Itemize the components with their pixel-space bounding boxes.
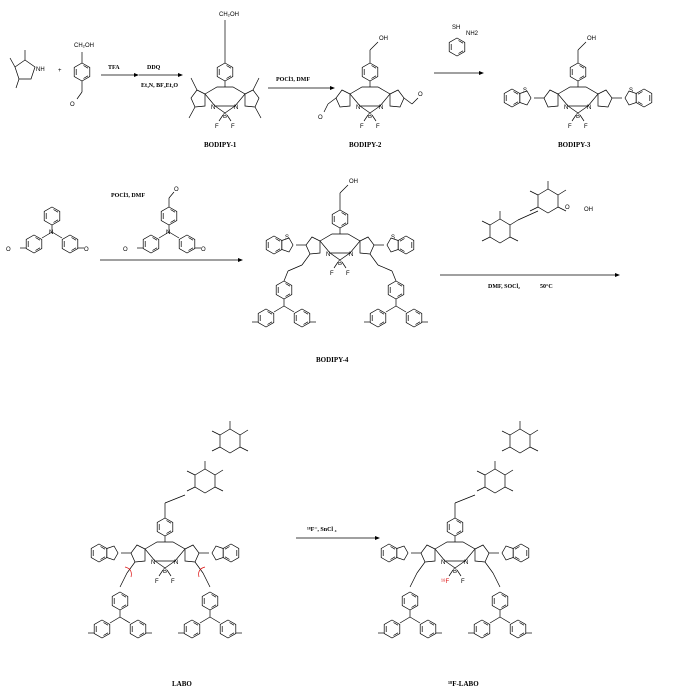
aminothiophenol-structure: SH NH2 xyxy=(448,25,479,57)
o-label: O xyxy=(123,247,128,253)
b-label: B xyxy=(368,114,372,120)
reagent-et3n-bf3: Et₃N, BF₃Et₂O xyxy=(141,83,178,89)
n-label: N xyxy=(49,230,53,236)
s-label: S xyxy=(629,88,633,94)
s-label: S xyxy=(523,88,527,94)
o-label: O xyxy=(201,247,206,253)
bodipy-1-structure: CH₂OH N N B F F xyxy=(188,12,262,130)
n-label: N xyxy=(564,105,568,111)
nh-label: NH xyxy=(36,67,45,73)
o-label: O xyxy=(418,92,423,98)
label-f18-labo: ¹⁸F-LABO xyxy=(448,680,479,688)
n-label: N xyxy=(587,105,591,111)
ch2oh-label: CH₂OH xyxy=(219,12,239,18)
n-label: N xyxy=(464,560,468,566)
label-bodipy-1: BODIPY-1 xyxy=(204,141,237,149)
lactobionic-acid-structure: OH O xyxy=(481,180,593,244)
nh2-label: NH2 xyxy=(466,31,479,37)
n-label: N xyxy=(349,252,353,258)
f-label: F xyxy=(568,124,572,130)
f-label: F xyxy=(376,124,380,130)
n-label: N xyxy=(441,560,445,566)
bodipy-2-structure: OH O O N N B F F xyxy=(318,36,423,130)
reagent-dmf-socl2: DMF, SOCl₂ xyxy=(488,284,520,290)
labo-structure: N N B F F xyxy=(88,420,249,638)
o-label: O xyxy=(565,205,570,211)
f-label: F xyxy=(171,579,175,585)
b-label: B xyxy=(338,261,342,267)
b-label: B xyxy=(163,569,167,575)
tpa-aldehyde-structure: O N O O xyxy=(123,187,206,253)
s-label: S xyxy=(285,235,289,241)
oh-label: OH xyxy=(587,36,596,42)
f-label: F xyxy=(155,579,159,585)
o-label: O xyxy=(84,247,89,253)
reagent-18f-sncl4: ¹⁸F⁻, SnCl ₄ xyxy=(307,527,337,533)
reagent-pocl3-dmf: POCl3, DMF xyxy=(111,193,145,199)
dimethylpyrrole-structure: NH xyxy=(9,50,45,89)
f18-label: ¹⁸F xyxy=(441,578,450,585)
o-label: O xyxy=(174,187,179,193)
ch2oh-label: CH₂OH xyxy=(74,43,94,49)
reagent-pocl3-dmf: POCl3, DMF xyxy=(276,77,310,83)
f-label: F xyxy=(330,271,334,277)
n-label: N xyxy=(166,230,170,236)
hydroxymethyl-benzaldehyde-structure: CH₂OH O xyxy=(70,43,94,108)
bodipy-3-structure: OH S S N N B F F xyxy=(504,36,652,130)
n-label: N xyxy=(151,560,155,566)
n-label: N xyxy=(356,105,360,111)
oh-label: OH xyxy=(349,179,358,185)
o-label: O xyxy=(6,247,11,253)
b-label: B xyxy=(223,114,227,120)
o-label: O xyxy=(318,115,323,121)
f-label: F xyxy=(231,124,235,130)
f-label: F xyxy=(461,579,465,585)
label-bodipy-4: BODIPY-4 xyxy=(316,356,349,364)
plus-sign: + xyxy=(58,68,62,74)
reagent-temperature: 50°C xyxy=(540,283,553,290)
f-label: F xyxy=(360,124,364,130)
sh-label: SH xyxy=(452,25,460,31)
label-bodipy-2: BODIPY-2 xyxy=(349,141,382,149)
f-label: F xyxy=(346,271,350,277)
bodipy-4-structure: OH S S N N B F F xyxy=(252,179,428,327)
oh-label: OH xyxy=(584,207,593,213)
s-label: S xyxy=(391,235,395,241)
f-label: F xyxy=(215,124,219,130)
f-label: F xyxy=(584,124,588,130)
o-label: O xyxy=(70,102,75,108)
reagent-tfa: TFA xyxy=(108,65,120,71)
triphenylamine-structure: N O O xyxy=(6,207,89,253)
n-label: N xyxy=(379,105,383,111)
n-label: N xyxy=(211,105,215,111)
reagent-ddq: DDQ xyxy=(147,65,161,71)
n-label: N xyxy=(174,560,178,566)
b-label: B xyxy=(453,569,457,575)
b-label: B xyxy=(576,114,580,120)
f18-labo-structure: N N B ¹⁸F F xyxy=(378,420,539,638)
n-label: N xyxy=(234,105,238,111)
label-bodipy-3: BODIPY-3 xyxy=(558,141,591,149)
n-label: N xyxy=(326,252,330,258)
oh-label: OH xyxy=(379,36,388,42)
label-labo: LABO xyxy=(172,680,192,688)
